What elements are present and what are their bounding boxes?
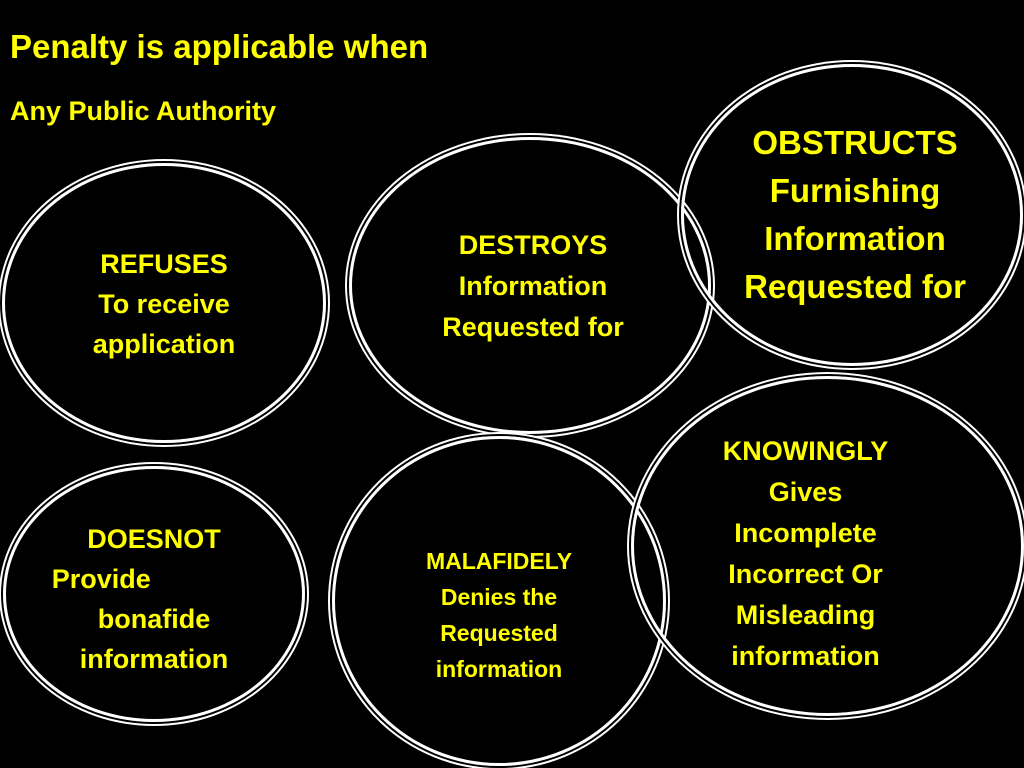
oval-doesnot-text: DOESNOT Provide bonafide information bbox=[52, 519, 229, 679]
slide-subtitle: Any Public Authority bbox=[10, 96, 277, 126]
oval-line: DOESNOT bbox=[87, 524, 221, 554]
oval-line: Furnishing bbox=[769, 172, 941, 209]
oval-line: To receive bbox=[98, 289, 230, 319]
oval-line: information bbox=[731, 641, 880, 671]
oval-malafidely: MALAFIDELY Denies the Requested informat… bbox=[332, 436, 666, 766]
oval-refuses: REFUSES To receive application bbox=[2, 163, 326, 443]
oval-line: REFUSES bbox=[100, 249, 228, 279]
oval-line: Incorrect Or bbox=[728, 559, 883, 589]
oval-destroys: DESTROYS Information Requested for bbox=[349, 137, 711, 434]
slide-title: Penalty is applicable when bbox=[10, 28, 429, 65]
oval-line: application bbox=[92, 329, 236, 359]
oval-obstructs: OBSTRUCTS Furnishing Information Request… bbox=[681, 64, 1023, 366]
oval-line: bonafide bbox=[97, 604, 211, 634]
oval-knowingly-text: KNOWINGLY Gives Incomplete Incorrect Or … bbox=[723, 431, 889, 677]
oval-knowingly: KNOWINGLY Gives Incomplete Incorrect Or … bbox=[631, 376, 1024, 716]
oval-line: information bbox=[435, 656, 563, 682]
oval-line: information bbox=[79, 644, 229, 674]
oval-destroys-text: DESTROYS Information Requested for bbox=[442, 225, 624, 348]
oval-line: Denies the bbox=[440, 584, 558, 610]
oval-line: Requested for bbox=[442, 312, 624, 342]
oval-malafidely-text: MALAFIDELY Denies the Requested informat… bbox=[426, 543, 572, 687]
oval-line: OBSTRUCTS bbox=[752, 124, 958, 161]
oval-line: Requested bbox=[440, 620, 558, 646]
oval-line: DESTROYS bbox=[458, 230, 608, 260]
oval-obstructs-text: OBSTRUCTS Furnishing Information Request… bbox=[744, 119, 966, 311]
oval-line: Requested for bbox=[744, 268, 966, 305]
oval-line: Information bbox=[458, 271, 608, 301]
oval-line: Incomplete bbox=[734, 518, 877, 548]
oval-doesnot: DOESNOT Provide bonafide information bbox=[3, 466, 305, 722]
oval-line: Information bbox=[764, 220, 946, 257]
oval-line: Misleading bbox=[735, 600, 876, 630]
oval-line: KNOWINGLY bbox=[722, 436, 889, 466]
oval-refuses-text: REFUSES To receive application bbox=[93, 244, 236, 364]
oval-line: MALAFIDELY bbox=[425, 548, 573, 574]
oval-line: Provide bbox=[51, 564, 151, 594]
oval-line: Gives bbox=[768, 477, 843, 507]
